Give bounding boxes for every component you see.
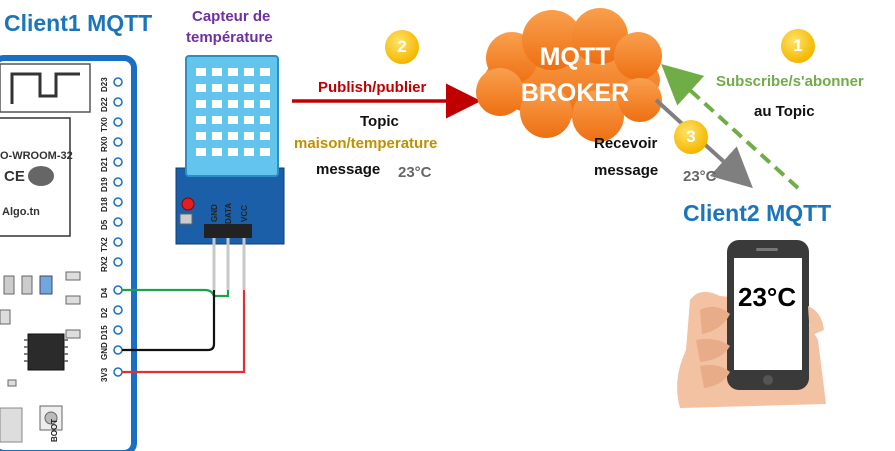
- subscribe-arrow: [661, 63, 800, 190]
- sensor-pin-data: DATA: [224, 202, 233, 224]
- step2-badge: 2: [385, 30, 419, 64]
- phone-temperature: 23°C: [738, 282, 797, 312]
- pin-label-tx2: TX2: [100, 237, 109, 252]
- esp32-board: [0, 55, 137, 451]
- esp32-module-text: O-WROOM-32: [0, 150, 73, 162]
- esp32-brand-text: Algo.tn: [2, 206, 40, 218]
- step3-badge: 3: [674, 120, 708, 154]
- pin-label-tx0: TX0: [100, 117, 109, 132]
- broker-line2: BROKER: [520, 79, 630, 107]
- broker-line1: MQTT: [539, 43, 611, 71]
- boot-label: BOOT: [50, 418, 59, 442]
- topic-name: maison/temperature: [294, 135, 438, 152]
- pin-label-rx0: RX0: [100, 136, 109, 152]
- pin-label-d18: D18: [100, 197, 109, 212]
- client1-title: Client1 MQTT: [4, 10, 153, 36]
- subscribe-label: Subscribe/s'abonner: [716, 73, 864, 90]
- topic-label: Topic: [360, 113, 399, 130]
- publish-value: 23°C: [398, 164, 432, 181]
- pin-label-d15: D15: [100, 325, 109, 340]
- pin-label-3v3: 3V3: [100, 367, 109, 382]
- pin-label-gnd: GND: [100, 342, 109, 360]
- client2-title: Client2 MQTT: [683, 200, 832, 226]
- sensor-label-line1: Capteur de: [192, 8, 271, 25]
- broker-cloud: [476, 8, 662, 142]
- ce-mark: CE: [4, 168, 25, 185]
- pin-label-d19: D19: [100, 177, 109, 192]
- pin-label-d5: D5: [100, 219, 109, 230]
- pin-label-d23: D23: [100, 77, 109, 92]
- receive-label-line2: message: [594, 162, 659, 179]
- sensor-pin-gnd: GND: [210, 204, 219, 222]
- publish-label: Publish/publier: [318, 79, 427, 96]
- sensor-pin-vcc: VCC: [240, 205, 249, 222]
- pin-label-rx2: RX2: [100, 256, 109, 272]
- step1-badge: 1: [781, 29, 815, 63]
- pin-label-d4: D4: [100, 287, 109, 298]
- dht11-sensor: [175, 55, 285, 290]
- sensor-label-line2: température: [186, 29, 273, 46]
- pin-label-d2: D2: [100, 307, 109, 318]
- logo-icon: [28, 166, 54, 186]
- subscribe-target: au Topic: [754, 103, 815, 120]
- receive-label-line1: Recevoir: [594, 135, 658, 152]
- pin-label-d21: D21: [100, 157, 109, 172]
- phone-illustration: [677, 240, 826, 408]
- publish-message-label: message: [316, 161, 381, 178]
- receive-value: 23°C: [683, 168, 717, 185]
- pin-label-d22: D22: [100, 97, 109, 112]
